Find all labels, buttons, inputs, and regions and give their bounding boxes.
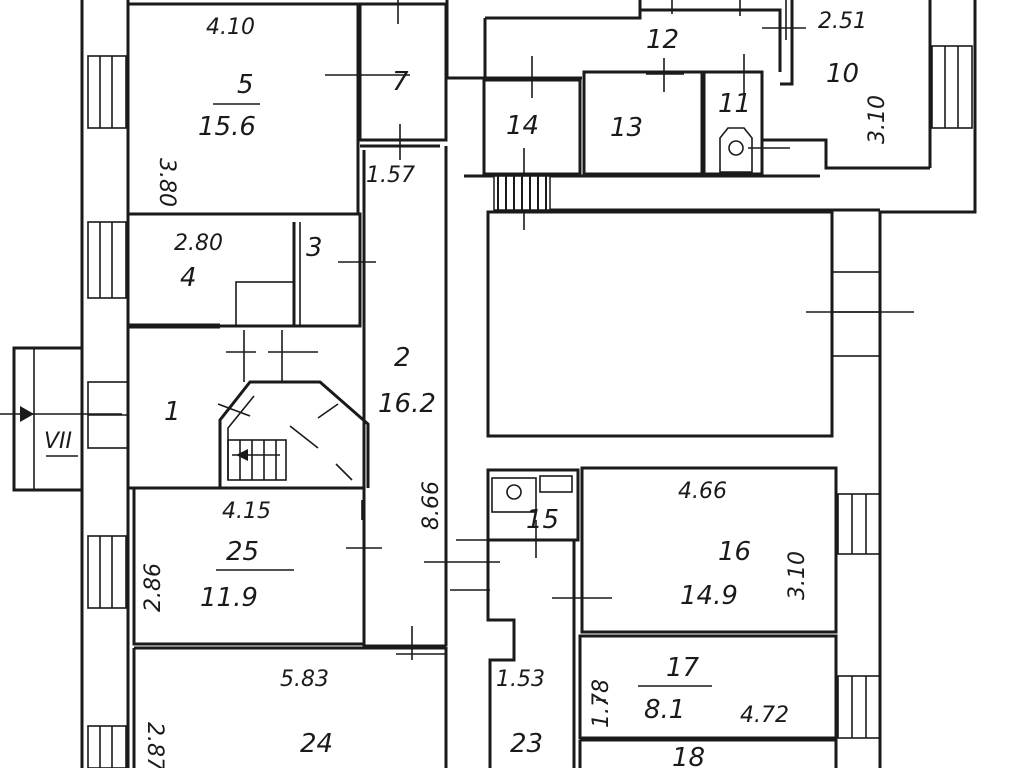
room-25-number: 25 [226,537,259,567]
window-right-2 [831,271,881,357]
room-16-width: 4.66 [678,479,727,504]
window-right-4 [837,675,881,739]
toilet-icon-2 [506,484,522,500]
room-1-number: 1 [164,397,181,427]
room-25-height: 2.86 [141,563,166,612]
toilet-icon [728,140,744,156]
room-17-area: 8.1 [644,695,685,725]
room-5-number: 5 [237,70,254,100]
room-10-number: 10 [826,59,859,89]
room-24-width: 5.83 [280,667,329,692]
window-left-5 [87,725,127,768]
window-left-1 [87,55,127,129]
stair-arrow-icon [236,449,248,461]
entrance-arrow-icon [20,406,34,422]
room-24-number: 24 [300,729,333,759]
room-10-width: 2.51 [818,9,867,34]
room-17-height: 1.78 [589,679,614,728]
stair-well [446,76,880,212]
room-17 [578,634,838,740]
room-16-height: 3.10 [785,551,810,600]
window-left-2 [87,221,127,299]
corridor-23 [486,540,576,768]
corridor-2-length: 8.66 [419,481,444,530]
room-2-number: 2 [394,343,411,373]
room-12-number: 12 [646,25,679,55]
room-16-number: 16 [718,537,751,567]
room-15 [456,468,580,558]
window-right-3 [837,493,881,555]
room-11 [702,54,790,176]
room-5-width: 4.10 [206,15,255,40]
room-16-area: 14.9 [680,581,738,611]
room-25-width: 4.15 [222,499,271,524]
window-right-1 [931,45,973,129]
room-25-area: 11.9 [200,583,258,613]
room-23-number: 23 [510,729,543,759]
room-3-number: 3 [306,233,323,263]
dimension-labels: 4.10 3.80 2.80 1.57 2.51 3.10 8.66 4.15 … [141,9,890,768]
room-18 [578,738,838,768]
sink-icon [539,475,573,493]
room-14-number: 14 [506,111,539,141]
window-left-4 [87,535,127,609]
room-17-number: 17 [666,653,700,683]
room-7-number: 7 [392,67,409,97]
room-7 [358,0,448,160]
left-windows [87,55,129,768]
entrance-vii: VII [0,346,122,492]
room-7-width: 1.57 [366,163,415,188]
room-15-number: 15 [526,505,559,535]
central-hall [486,210,914,438]
room-4-width: 2.80 [174,231,223,256]
room-17-width: 4.72 [740,703,789,728]
room-5-area: 15.6 [198,112,256,142]
room-2-area: 16.2 [378,389,436,419]
room-11-number: 11 [718,89,751,119]
window-left-3 [87,381,129,449]
room-4-3 [126,212,376,329]
room-24 [132,626,448,768]
corridor-23-width: 1.53 [496,667,545,692]
room-16 [552,466,838,634]
room-labels: 5 15.6 7 4 3 1 2 16.2 25 11.9 24 12 10 1… [164,25,859,768]
hatched-shaft [493,175,551,211]
room-13-number: 13 [610,113,643,143]
room-10 [762,0,930,170]
room-5-height: 3.80 [154,158,179,207]
entrance-label: VII [44,429,72,454]
room-10-height: 3.10 [865,95,890,144]
right-windows [831,45,973,739]
room-18-number: 18 [672,743,705,768]
room-24-height: 2.87 [142,722,167,768]
room-4-number: 4 [180,263,197,293]
room-13 [582,58,704,176]
